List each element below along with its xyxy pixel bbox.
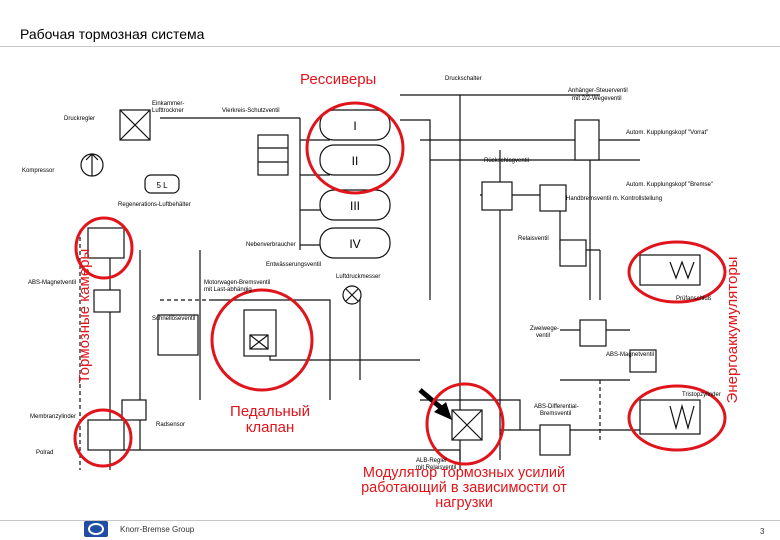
footer-divider	[0, 520, 780, 521]
label-handbrems: Handbremsventil m. Kontrollstellung	[566, 196, 662, 202]
label-schnelloese: Schnellöseventil	[152, 316, 195, 322]
reservoir-4	[319, 227, 391, 259]
relay-valve	[559, 239, 587, 267]
quick-release-valve	[157, 314, 199, 356]
label-druckschalter: Druckschalter	[445, 76, 482, 82]
abs-differential-valve	[539, 424, 571, 456]
pipe-main-top	[160, 117, 330, 250]
label-nebenverbraucher: Nebenverbraucher	[246, 242, 296, 248]
annotation-brake-chambers: Тормозные камеры	[76, 248, 93, 384]
regen-tank	[144, 174, 180, 194]
label-lastabhaengig: mit Last-abhängig	[204, 287, 252, 293]
label-einkammer: Einkammer-	[152, 101, 184, 107]
trailer-control-valve	[574, 119, 600, 161]
label-pruefanschluss: Prüfanschluß	[676, 296, 712, 302]
label-5l: 5 L	[156, 181, 168, 190]
label-zweiwege: Zweiwege-	[530, 326, 559, 332]
brake-chamber-lower	[87, 419, 125, 451]
label-bremsventil: Bremsventil	[540, 411, 571, 417]
highlight-brake-chamber-lower	[73, 408, 133, 468]
label-entwaesserung: Entwässerungsventil	[266, 262, 321, 268]
label-luftdruckmesser: Luftdruckmesser	[336, 274, 380, 280]
pipe-bottom	[120, 449, 461, 470]
slide-title: Рабочая тормозная система	[20, 26, 205, 42]
label-vierkreis: Vierkreis-Schutzventil	[222, 108, 280, 114]
abs-valve-left	[93, 289, 121, 313]
title-divider	[0, 46, 780, 47]
label-rueckschlag: Rückschlagventil	[484, 158, 529, 164]
label-mit-relais: mit Relaisventil	[416, 465, 456, 471]
reservoir-group	[319, 109, 391, 259]
four-circuit-valve	[257, 134, 289, 176]
label-ventil: ventil	[536, 333, 550, 339]
annotation-pedal-valve: Педальный клапан	[230, 403, 310, 436]
highlight-brake-chamber-upper	[74, 216, 134, 280]
label-tristop: Tristopzylinder	[682, 392, 721, 398]
annotation-accumulators: Энергоаккумуляторы	[724, 256, 742, 404]
label-bremse: Autom. Kupplungskopf "Bremse"	[626, 182, 713, 188]
label-wegeventil: mit 2/2-Wegeventil	[572, 96, 622, 102]
reservoir-1	[319, 109, 391, 141]
label-membranzylinder: Membranzylinder	[30, 414, 76, 420]
knorr-bremse-logo	[84, 521, 108, 537]
pipe-signal	[79, 230, 601, 470]
compressor-group	[80, 153, 104, 177]
highlight-accumulator-lower	[627, 384, 727, 452]
label-kompressor: Kompressor	[22, 168, 54, 174]
alb-modulator-symbol	[451, 409, 483, 441]
highlight-accumulator-upper	[627, 240, 727, 304]
wheel-sensor	[121, 399, 147, 421]
highlight-pedal-valve	[210, 288, 314, 392]
page-number: 3	[760, 527, 765, 536]
label-lufttrockner: Lufttrockner	[152, 108, 184, 114]
label-kreis-2: II	[352, 154, 359, 168]
check-valve	[481, 181, 513, 211]
spring-chamber-lower	[639, 399, 701, 435]
two-way-valve	[579, 319, 607, 347]
label-motorwagen: Motorwagen-Bremsventil	[204, 280, 270, 286]
annotation-modulator: Модулятор тормозных усилий работающий в …	[361, 465, 567, 512]
pipe-middle	[210, 290, 420, 400]
highlight-modulator	[425, 382, 505, 466]
label-abs-right: ABS-Magnetventil	[606, 352, 654, 358]
label-vorrat: Autom. Kupplungskopf "Vorrat"	[626, 130, 708, 136]
label-abs-differential: ABS-Differential-	[534, 404, 579, 410]
abs-valve-right	[629, 349, 657, 373]
highlight-receivers	[305, 101, 405, 195]
reservoir-3	[319, 189, 391, 221]
label-kreis-3: III	[350, 199, 360, 213]
brake-chamber-upper	[87, 227, 125, 259]
label-relais: Relaisventil	[518, 236, 549, 242]
annotation-receivers: Рессиверы	[300, 71, 377, 88]
label-polrad: Polrad	[36, 450, 53, 456]
handbrake-valve	[539, 184, 567, 212]
air-dryer-group	[119, 109, 180, 194]
label-kreis-4: IV	[349, 237, 360, 251]
modulator-arrow-icon	[418, 388, 452, 420]
reservoir-2	[319, 144, 391, 176]
label-anhaenger: Anhänger-Steuerventil	[568, 88, 628, 94]
spring-chamber-upper	[639, 254, 701, 286]
company-name: Knorr-Bremse Group	[120, 525, 195, 534]
pipe-upper-right	[400, 94, 600, 300]
pedal-valve-symbol	[243, 309, 277, 357]
label-radsensor: Radsensor	[156, 422, 185, 428]
label-druckregler: Druckregler	[64, 116, 95, 122]
pressure-gauge	[342, 285, 362, 305]
label-alb-regler: ALB-Regler	[416, 458, 447, 464]
label-kreis-1: I	[353, 119, 356, 133]
label-abs-left: ABS-Magnetventil	[28, 280, 76, 286]
label-regeneration: Regenerations-Luftbehälter	[118, 202, 191, 208]
